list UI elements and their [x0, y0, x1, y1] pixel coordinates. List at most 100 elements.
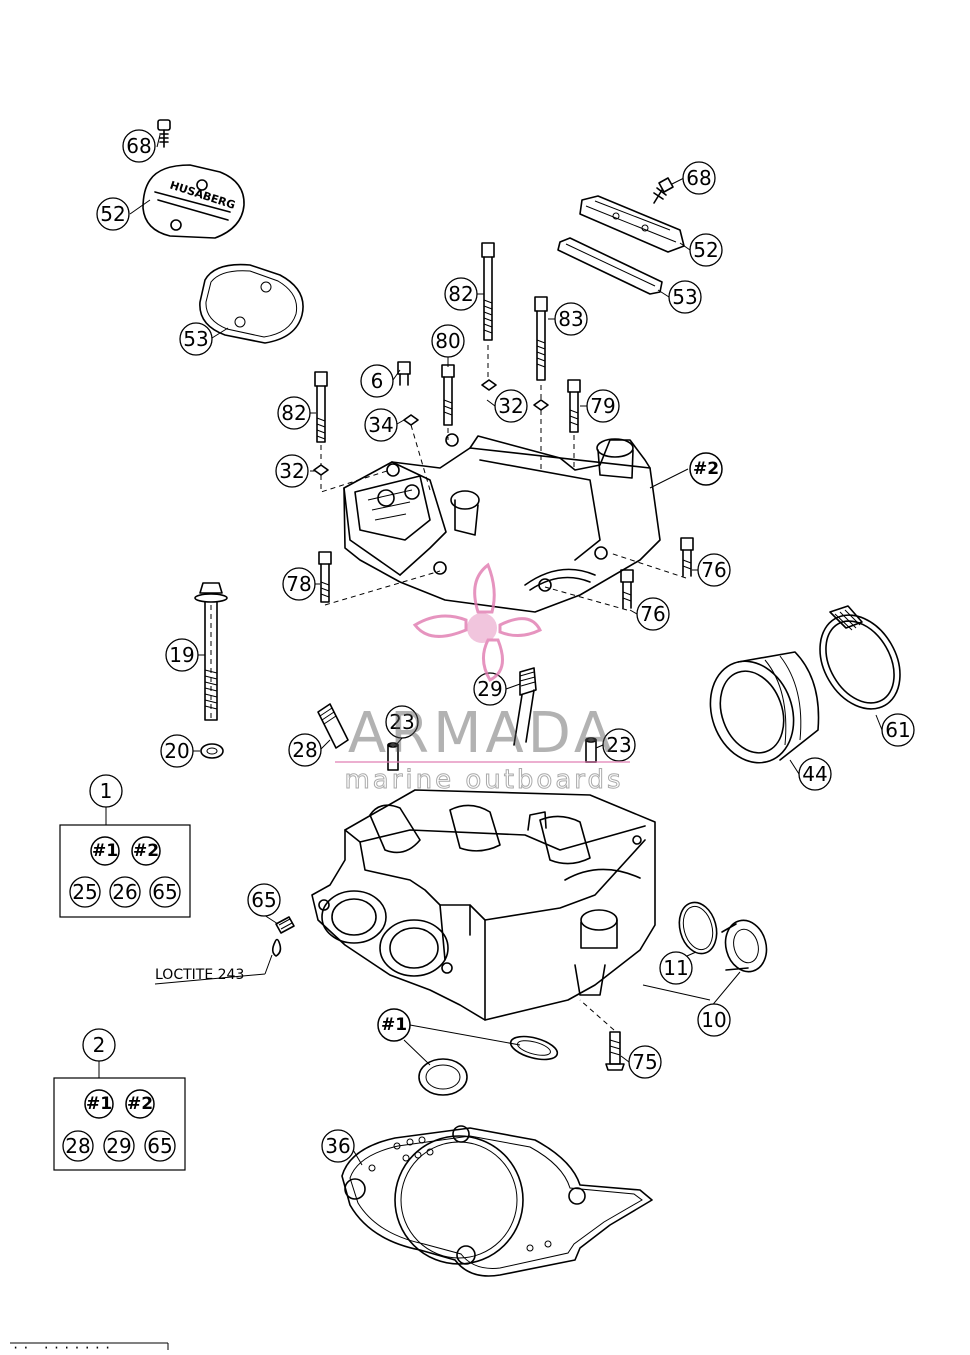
fitting-10	[721, 919, 768, 973]
watermark-tagline: marine outboards	[344, 765, 623, 795]
callout-53-right: 53	[668, 280, 702, 314]
kit1-part-25: 25	[69, 876, 101, 908]
hose-clamp-61	[819, 605, 901, 710]
valve-cover-52-right	[579, 195, 685, 253]
callout-65: 65	[247, 883, 281, 917]
bolt-82-top	[481, 242, 497, 391]
svg-text:82: 82	[281, 401, 306, 425]
svg-text:68: 68	[686, 166, 711, 190]
svg-text:26: 26	[112, 880, 137, 904]
bolt-83	[533, 296, 549, 411]
kit-box-1: #1 #2 25 26 65	[59, 824, 191, 918]
bolt-79	[567, 379, 581, 433]
kit2-part-28: 28	[62, 1130, 94, 1162]
callout-44: 44	[798, 757, 832, 791]
kit-box-2: #1 #2 28 29 65	[53, 1077, 186, 1171]
bolt-80	[441, 364, 455, 426]
callout-32-top: 32	[494, 389, 528, 423]
o-ring-11	[678, 901, 718, 955]
callout-20: 20	[160, 734, 194, 768]
callout-32-left: 32	[275, 454, 309, 488]
svg-text:82: 82	[448, 282, 473, 306]
propeller-logo	[412, 562, 543, 682]
callout-52-left: 52	[96, 197, 130, 231]
svg-text:#2: #2	[693, 459, 719, 479]
bolt-78	[318, 551, 332, 603]
diagram-footer: ·· ·······	[10, 1341, 169, 1355]
callout-83: 83	[554, 302, 588, 336]
screw-68-right	[653, 177, 674, 204]
svg-text:23: 23	[606, 733, 631, 757]
kit1-ref-2: #2	[131, 836, 161, 866]
svg-text:10: 10	[701, 1008, 726, 1032]
callout-76-right: 76	[697, 553, 731, 587]
svg-text:11: 11	[663, 956, 688, 980]
armada-watermark: ARMADA marine outboards	[335, 562, 630, 796]
callout-11: 11	[659, 951, 693, 985]
svg-text:19: 19	[169, 643, 194, 667]
svg-text:65: 65	[147, 1134, 172, 1158]
ref-1-seals: #1	[377, 1008, 411, 1042]
callout-36: 36	[321, 1129, 355, 1163]
callout-1: 1	[89, 774, 123, 808]
svg-text:23: 23	[389, 710, 414, 734]
footer-code: ·· ·······	[12, 1341, 114, 1350]
svg-text:HUSABERG: HUSABERG	[168, 179, 237, 212]
svg-text:65: 65	[152, 880, 177, 904]
svg-text:20: 20	[164, 739, 189, 763]
callout-28: 28	[288, 733, 322, 767]
svg-text:28: 28	[65, 1134, 90, 1158]
svg-text:61: 61	[885, 718, 910, 742]
svg-text:52: 52	[100, 202, 125, 226]
valve-cover-52-left: HUSABERG	[142, 164, 245, 239]
washer-20	[200, 743, 224, 759]
bolt-82-left	[313, 371, 329, 476]
svg-text:79: 79	[590, 394, 615, 418]
callout-79: 79	[586, 389, 620, 423]
callout-75: 75	[628, 1045, 662, 1079]
svg-text:2: 2	[93, 1033, 106, 1057]
part-drawings: HUSABERG	[142, 119, 901, 1277]
stud-29	[513, 667, 537, 746]
callout-52-right: 52	[689, 233, 723, 267]
svg-text:#1: #1	[92, 841, 118, 861]
part-callouts: 68 52 53 68 52 53 82 83 80 6 82 34 32 79…	[82, 129, 915, 1163]
svg-text:52: 52	[693, 238, 718, 262]
seal-ring-small	[509, 1035, 559, 1061]
svg-text:80: 80	[435, 329, 460, 353]
callout-82-top: 82	[444, 277, 478, 311]
kit2-part-65: 65	[144, 1130, 176, 1162]
kit2-ref-2: #2	[125, 1089, 155, 1119]
callout-34: 34	[364, 408, 398, 442]
svg-text:28: 28	[292, 738, 317, 762]
washer-34	[403, 414, 419, 426]
callout-78: 78	[282, 567, 316, 601]
bolt-76-right	[680, 537, 694, 577]
svg-text:34: 34	[368, 413, 393, 437]
svg-text:76: 76	[701, 558, 726, 582]
gasket-53-right	[557, 237, 663, 295]
kit1-part-65: 65	[149, 876, 181, 908]
svg-text:29: 29	[106, 1134, 131, 1158]
loctite-drop	[271, 938, 282, 957]
svg-text:75: 75	[632, 1050, 657, 1074]
camshaft-carrier	[343, 433, 661, 613]
cylinder-head	[311, 789, 656, 1021]
svg-text:#2: #2	[127, 1094, 153, 1114]
svg-text:83: 83	[558, 307, 583, 331]
svg-text:53: 53	[672, 285, 697, 309]
svg-text:25: 25	[72, 880, 97, 904]
kit2-ref-1: #1	[84, 1089, 114, 1119]
callout-76-lower: 76	[636, 597, 670, 631]
head-gasket-36	[341, 1125, 653, 1277]
intake-boot-44	[709, 651, 820, 764]
loctite-label: LOCTITE 243	[155, 967, 244, 983]
svg-text:#1: #1	[381, 1015, 407, 1035]
svg-text:76: 76	[640, 602, 665, 626]
svg-text:#2: #2	[133, 841, 159, 861]
svg-text:6: 6	[371, 369, 384, 393]
kit1-part-26: 26	[109, 876, 141, 908]
plug-65	[275, 916, 295, 934]
svg-text:36: 36	[325, 1134, 350, 1158]
